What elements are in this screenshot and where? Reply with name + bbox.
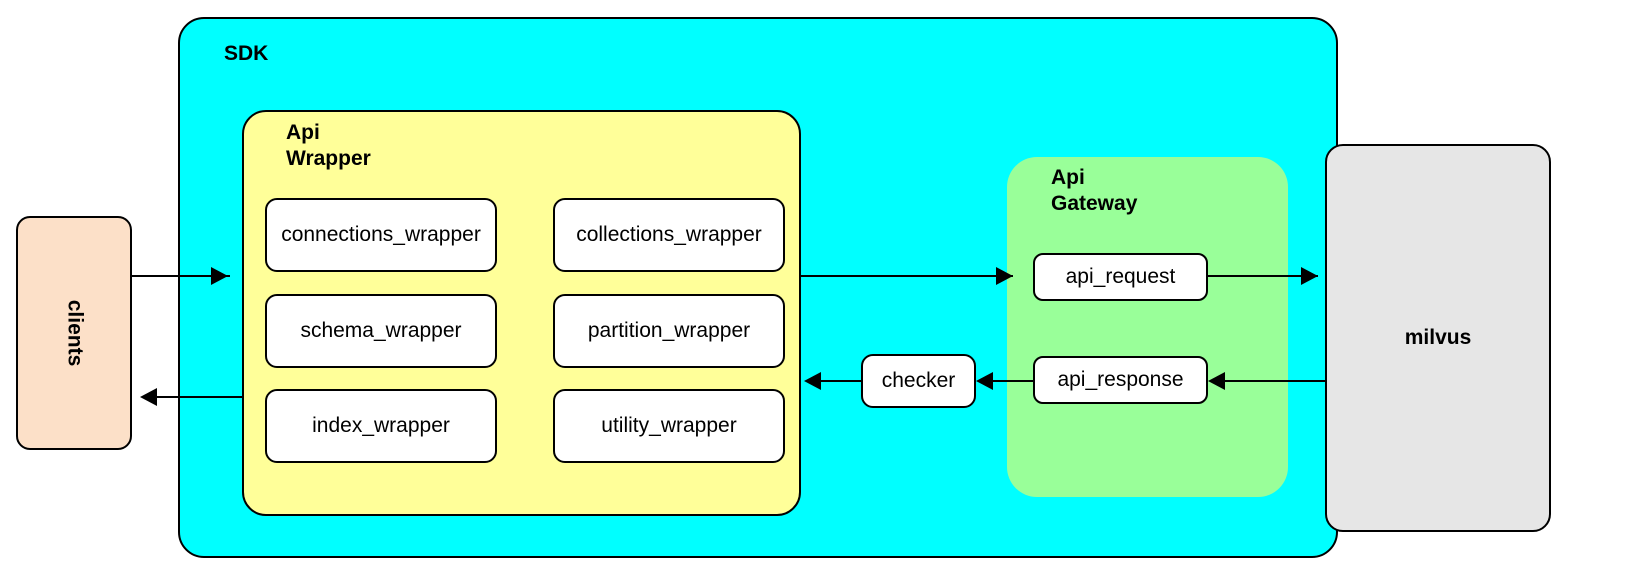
arrow-right-icon — [996, 267, 1013, 285]
node-utility-wrapper[interactable]: utility_wrapper — [553, 389, 785, 463]
api-gateway-label: Api Gateway — [1051, 166, 1138, 215]
arrow-right-icon — [1301, 267, 1318, 285]
node-partition-wrapper[interactable]: partition_wrapper — [553, 294, 785, 368]
arrow-left-icon — [1208, 372, 1225, 390]
edge-line — [1208, 275, 1318, 277]
edge-line — [800, 275, 1013, 277]
sdk-label: SDK — [224, 42, 269, 65]
arrow-right-icon — [211, 267, 228, 285]
edge-line — [132, 275, 230, 277]
node-milvus[interactable]: milvus — [1325, 144, 1551, 532]
node-api-request[interactable]: api_request — [1033, 253, 1208, 301]
api-gateway-container: Api Gateway — [1007, 157, 1288, 497]
edge-line — [813, 380, 861, 382]
arrow-left-icon — [140, 388, 157, 406]
arrow-left-icon — [976, 372, 993, 390]
node-clients[interactable]: clients — [16, 216, 132, 450]
arrow-left-icon — [804, 372, 821, 390]
node-schema-wrapper[interactable]: schema_wrapper — [265, 294, 497, 368]
node-connections-wrapper[interactable]: connections_wrapper — [265, 198, 497, 272]
edge-line — [1216, 380, 1325, 382]
node-collections-wrapper[interactable]: collections_wrapper — [553, 198, 785, 272]
edge-line — [985, 380, 1033, 382]
node-api-response[interactable]: api_response — [1033, 356, 1208, 404]
node-checker[interactable]: checker — [861, 354, 976, 408]
node-index-wrapper[interactable]: index_wrapper — [265, 389, 497, 463]
clients-label: clients — [63, 299, 86, 367]
edge-line — [157, 396, 242, 398]
api-wrapper-label: Api Wrapper — [286, 121, 371, 170]
